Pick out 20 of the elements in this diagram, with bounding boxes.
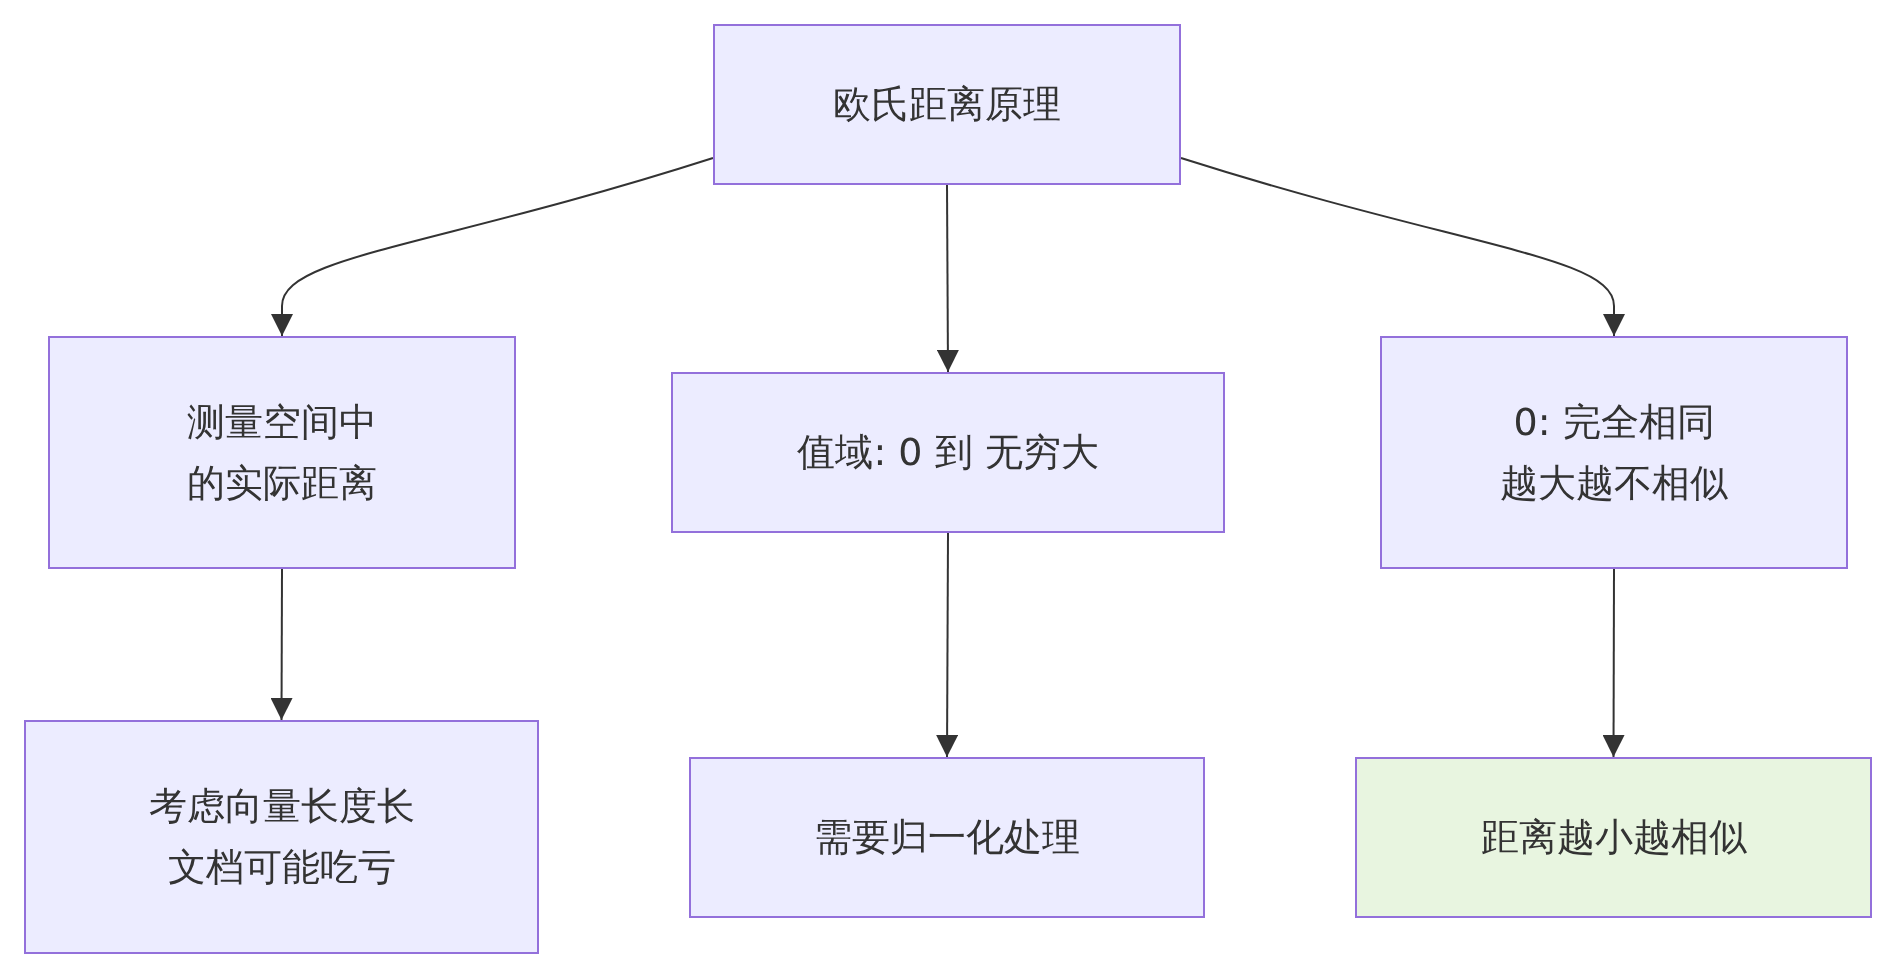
process-box <box>671 372 1225 533</box>
process-box <box>713 24 1181 185</box>
process-box <box>24 720 539 954</box>
box-label: 值域: 0 到 无穷大 <box>797 429 1099 477</box>
arrow <box>936 532 959 758</box>
box-label: 0: 完全相同越大越不相似 <box>1499 398 1729 507</box>
box-label: 欧氏距离原理 <box>833 81 1061 129</box>
box-label: 距离越小越相似 <box>1480 814 1747 862</box>
arrow <box>271 157 714 337</box>
arrow <box>1180 157 1625 337</box>
process-box <box>1355 757 1872 918</box>
process-box <box>689 757 1205 918</box>
process-box <box>1380 336 1848 569</box>
box-label: 考虑向量长度长文档可能吃亏 <box>147 783 416 891</box>
process-box <box>48 336 516 569</box>
box-label: 需要归一化处理 <box>814 814 1080 862</box>
arrow <box>270 568 293 721</box>
box-label: 测量空间中的实际距离 <box>186 398 378 507</box>
arrow <box>936 184 959 373</box>
arrow <box>1602 568 1625 758</box>
